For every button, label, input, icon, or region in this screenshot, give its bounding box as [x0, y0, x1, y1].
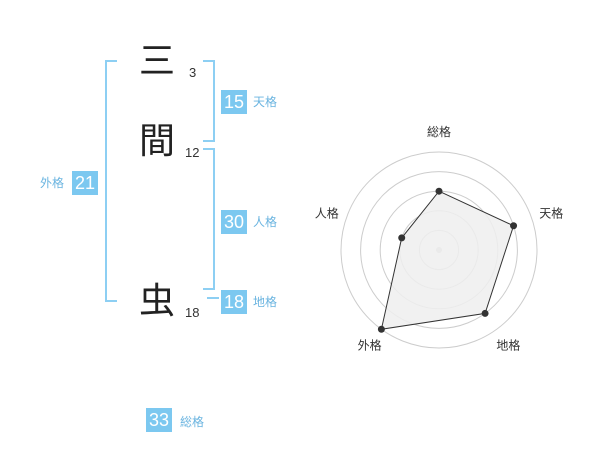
radar-point-1 — [510, 222, 518, 230]
tenkaku-label: 天格 — [253, 95, 278, 109]
name-char-2: 間 — [138, 121, 175, 162]
jinkaku-value-badge: 30 — [221, 210, 248, 234]
radar-label-2: 地格 — [496, 337, 520, 352]
radar-label-1: 天格 — [539, 206, 563, 221]
radar-label-0: 総格 — [427, 124, 451, 139]
chikaku-bracket — [207, 297, 219, 299]
radar-series-polygon — [380, 190, 515, 330]
chikaku-value-badge: 18 — [221, 290, 248, 314]
gaikaku-value-badge: 21 — [72, 171, 99, 195]
soukaku-value-badge: 33 — [146, 408, 173, 432]
radar-ring — [340, 151, 538, 349]
name-char-3-strokes: 18 — [185, 305, 200, 320]
radar-point-2 — [481, 309, 489, 317]
name-char-3: 虫 — [138, 281, 175, 322]
chikaku-label: 地格 — [253, 295, 278, 309]
soukaku-label: 総格 — [180, 415, 205, 429]
tenkaku-bracket — [203, 60, 215, 142]
gaikaku-bracket — [105, 60, 117, 302]
radar-label-3: 外格 — [358, 337, 382, 352]
radar-point-4 — [398, 234, 406, 242]
gaikaku-label: 外格 — [40, 176, 65, 190]
tenkaku-value-badge: 15 — [221, 90, 248, 114]
jinkaku-label: 人格 — [253, 215, 278, 229]
name-char-1-strokes: 3 — [189, 65, 197, 80]
name-char-2-strokes: 12 — [185, 145, 200, 160]
radar-point-0 — [435, 187, 443, 195]
radar-label-4: 人格 — [315, 206, 339, 221]
radar-ring — [360, 171, 518, 329]
jinkaku-bracket — [203, 148, 215, 290]
radar-point-3 — [377, 325, 385, 333]
name-char-1: 三 — [138, 41, 175, 82]
